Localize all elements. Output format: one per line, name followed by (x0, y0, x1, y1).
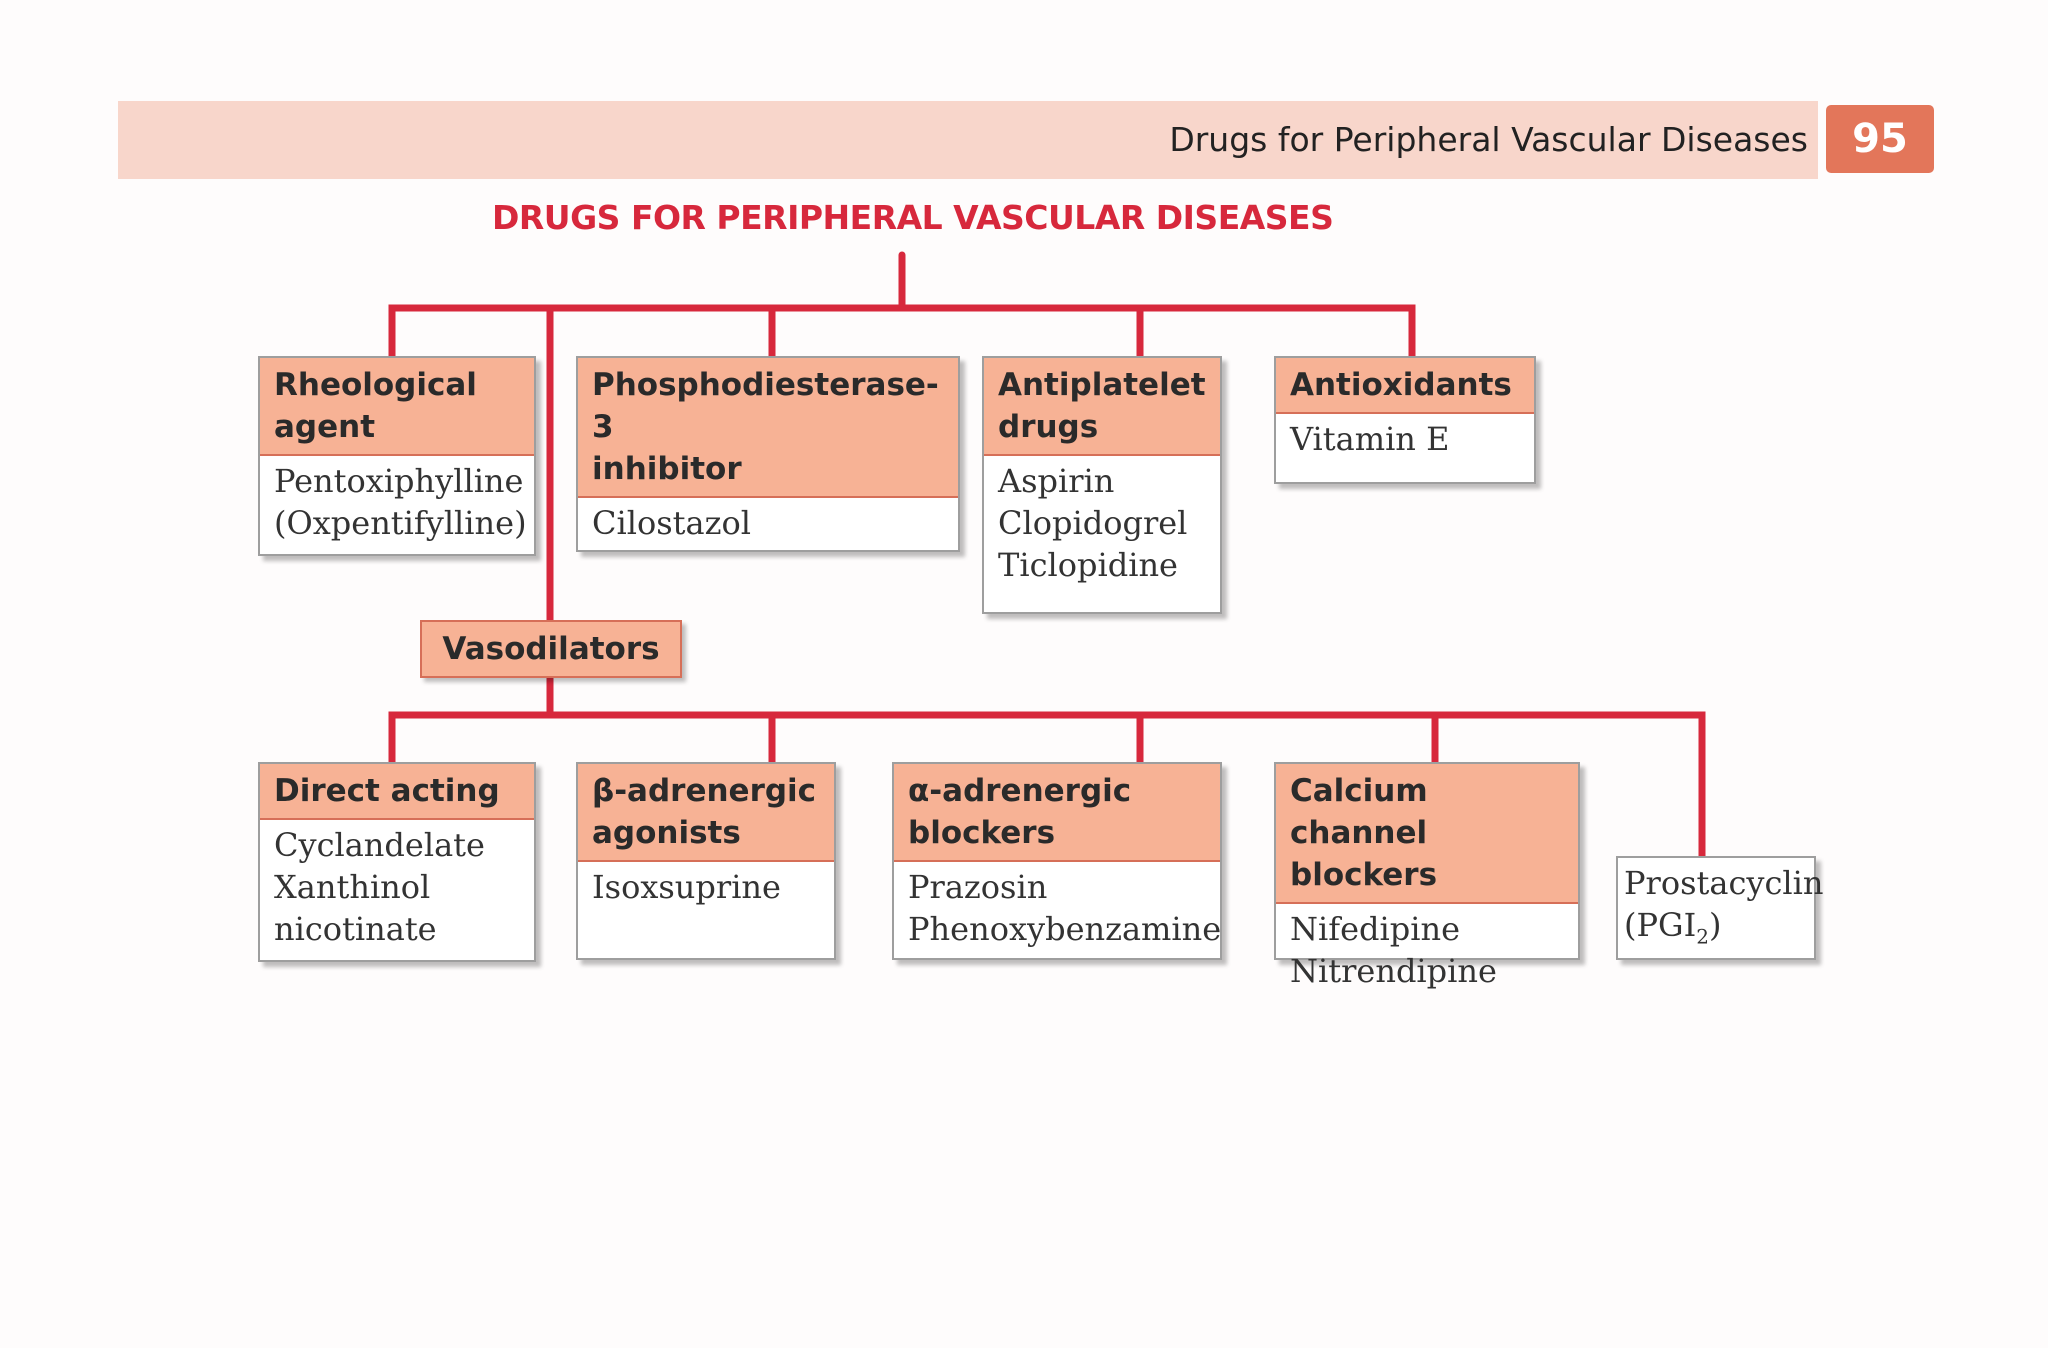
direct-acting-box: Direct acting Cyclandelate Xanthinol nic… (258, 762, 536, 962)
antioxidants-box: Antioxidants Vitamin E (1274, 356, 1536, 484)
top-branch-bar (388, 304, 1416, 360)
box-items: Vitamin E (1290, 420, 1450, 458)
box-heading: Phosphodiesterase-3 inhibitor (578, 358, 958, 498)
prostacyclin-box: Prostacyclin (PGI2) (1616, 856, 1824, 961)
box-heading: Direct acting (260, 764, 534, 820)
box-items: Isoxsuprine (592, 868, 781, 906)
pde3-inhibitor-box: Phosphodiesterase-3 inhibitor Cilostazol (576, 356, 960, 552)
box-heading: Antioxidants (1276, 358, 1534, 414)
antiplatelet-drugs-box: Antiplatelet drugs Aspirin Clopidogrel T… (982, 356, 1222, 614)
box-heading: Antiplatelet drugs (984, 358, 1220, 456)
box-items: Aspirin Clopidogrel Ticlopidine (998, 462, 1188, 584)
box-heading: Rheological agent (260, 358, 534, 456)
box-items: Pentoxiphylline (Oxpentifylline) (274, 462, 527, 542)
box-items: Nifedipine Nitrendipine (1290, 910, 1497, 990)
prostacyclin-abbreviation: (PGI2) (1624, 906, 1722, 949)
calcium-channel-blockers-box: Calcium channel blockers Nifedipine Nitr… (1274, 762, 1580, 990)
header-band (118, 101, 1818, 179)
alpha-adrenergic-blockers-box: α-adrenergic blockers Prazosin Phenoxybe… (892, 762, 1222, 960)
beta-adrenergic-agonists-box: β-adrenergic agonists Isoxsuprine (576, 762, 836, 960)
running-header-title: Drugs for Peripheral Vascular Diseases (1169, 120, 1808, 159)
diagram-title: DRUGS FOR PERIPHERAL VASCULAR DISEASES (492, 198, 1334, 237)
vasodilators-box: Vasodilators (420, 620, 682, 678)
box-items: Cilostazol (592, 504, 751, 542)
box-items: Cyclandelate Xanthinol nicotinate (274, 826, 485, 948)
box-heading: α-adrenergic blockers (894, 764, 1220, 862)
box-heading: Calcium channel blockers (1276, 764, 1578, 904)
box-items: Prazosin Phenoxybenzamine (908, 868, 1222, 948)
page-number-badge: 95 (1826, 105, 1934, 173)
box-heading: β-adrenergic agonists (578, 764, 834, 862)
bottom-branch-bar (388, 711, 1706, 860)
rheological-agent-box: Rheological agent Pentoxiphylline (Oxpen… (258, 356, 536, 556)
prostacyclin-name: Prostacyclin (1624, 864, 1824, 902)
box-items: Prostacyclin (PGI2) (1618, 858, 1824, 961)
